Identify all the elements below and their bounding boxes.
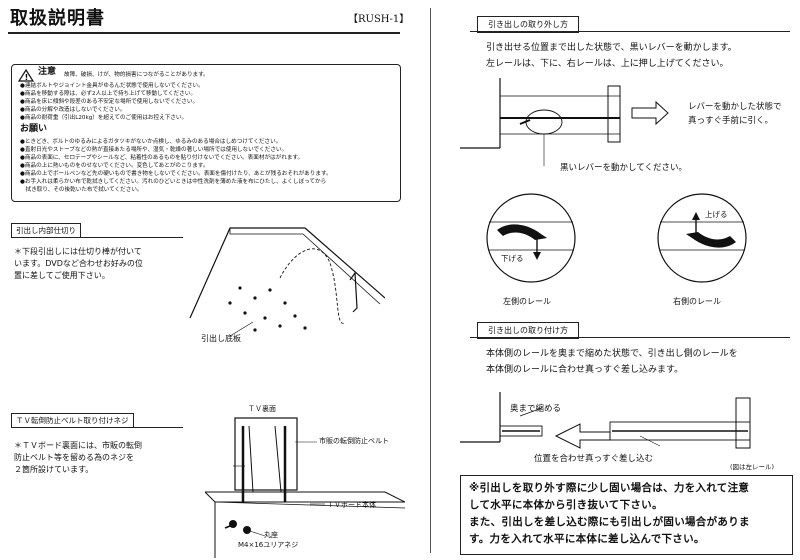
request-item: ●商品の表面に、セロテープやシールなど、粘着性のあるものを貼り付けないでください… (20, 155, 304, 161)
screw-label-1: 丸座 (264, 531, 278, 539)
caution-item: ●商品の耐荷重（引出L20kg）を超えてのご使用はお控え下さい。 (20, 115, 188, 121)
partition-heading: 引出し内部仕切り (11, 223, 81, 238)
caution-note-line: す。力を入れて水平に本体に差し込んで下さい。 (469, 533, 705, 545)
push-down-label: 下げる (501, 254, 524, 263)
page-title: 取扱説明書 (10, 8, 105, 29)
request-item: ●商品の上に熱いものをのせないでください。変色してあとがのこります。 (20, 163, 209, 169)
caution-item: ●商品を移動する際は、必ず2人以上で持ち上げて移動してください。 (20, 91, 196, 97)
removal-illustration (460, 78, 669, 166)
model-number: 【RUSH-1】 (348, 14, 410, 25)
caution-note-line: して水平に本体から引き抜いて下さい。 (469, 499, 663, 511)
tvbelt-text-line: ＊ＴＶボード裏面には、市販の転倒 (14, 441, 142, 450)
partition-text-line: 置に差してご使用下さい。 (14, 271, 110, 280)
partition-text-line: ＊下段引出しには仕切り棒が付いて (14, 247, 142, 256)
removal-rule (470, 31, 790, 32)
partition-label: 引出し底板 (201, 334, 241, 343)
request-title: お願い (20, 124, 48, 134)
install-heading: 引き出しの取り付け方 (477, 322, 579, 339)
board-label: ＴＶボード本体 (327, 501, 376, 509)
partition-illustration (189, 227, 385, 337)
title-rule (8, 32, 400, 34)
arrow-note-line: 真っすぐ手前に引く。 (688, 116, 774, 126)
tvbelt-illustration (205, 417, 405, 558)
push-up-label: 上げる (705, 210, 728, 219)
caution-note-box: ※引出しを取り外す際に少し固い場合は、力を入れて注意 して水平に本体から引き抜い… (460, 475, 793, 555)
tvbelt-text-line: ２箇所設けています。 (14, 465, 94, 474)
caution-title: 注意 (38, 67, 57, 77)
caution-item: ●商品の分解や改造はしないでください。 (20, 107, 126, 113)
notice-box: ! 注意 故障、破損、けが、物的損害につながることがあります。 ●連結ボルトやジ… (11, 64, 401, 202)
install-illustration (460, 392, 751, 449)
tvbelt-rule (11, 427, 183, 428)
removal-text: 引き出せる位置まで出した状態で、黒いレバーを動かします。 左レールは、下に、右レ… (486, 40, 737, 72)
tvbelt-heading: ＴＶ転倒防止ベルト取り付けネジ (11, 413, 134, 428)
right-rail-label: 右側のレール (673, 297, 721, 306)
caution-item: ●商品を床に傾斜や段差のある不安定な場所で使用しないでください。 (20, 99, 199, 105)
column-divider (430, 8, 431, 553)
align-label: 位置を合わせ真っすぐ差し込む (534, 454, 654, 464)
right-rail-illustration (657, 193, 747, 283)
tvbelt-text-line: 防止ベルト等を留める為のネジを (14, 453, 134, 462)
install-text-line: 本体側のレールに合わせ真っすぐ差し込みます。 (486, 365, 684, 375)
request-item: ●ときどき、ボルトのゆるみによるガタツキがないか点検し、ゆるみのある場合はしめつ… (20, 139, 282, 145)
removal-heading: 引き出しの取り外し方 (477, 16, 579, 33)
request-item: 拭き取り、その後乾いた布で拭いてください。 (20, 187, 143, 193)
warning-icon: ! (18, 69, 34, 82)
arrow-note: レバーを動かした状態で 真っすぐ手前に引く。 (688, 100, 782, 128)
svg-text:!: ! (25, 73, 29, 82)
request-item: ●直射日光やストーブなどの熱が直接あたる場所や、湿気・乾燥の著しい場所では使用し… (20, 147, 288, 153)
removal-text-line: 左レールは、下に、右レールは、上に押し上げてください。 (486, 59, 729, 69)
caution-note-line: ※引出しを取り外す際に少し固い場合は、力を入れて注意 (469, 482, 750, 494)
caution-subtitle: 故障、破損、けが、物的損害につながることがあります。 (64, 72, 209, 78)
partition-rule (11, 237, 183, 238)
left-rail-note: (図は左レール) (730, 463, 775, 471)
caution-item: ●連結ボルトやジョイント金具がゆるんだ状態で使用しないでください。 (20, 83, 204, 89)
request-item: ●商品の上でボールペンなど先の硬いもので書き物をしないでください。表面を傷付けた… (20, 171, 332, 177)
left-rail-label: 左側のレール (503, 297, 551, 306)
install-text-line: 本体側のレールを奥まで縮めた状態で、引き出し側のレールを (486, 349, 738, 359)
partition-text: ＊下段引出しには仕切り棒が付いて います。DVDなど合わせお好みの位 置に差して… (14, 246, 143, 282)
shrink-label: 奥まで縮める (510, 404, 562, 414)
lever-note: 黒いレバーを動かしてください。 (560, 163, 687, 173)
belt-label: 市販の転倒防止ベルト (319, 437, 389, 445)
caution-note-line: また、引出しを差し込む際にも引出しが固い場合がありま (469, 516, 750, 528)
install-rule (470, 337, 790, 338)
screw-label-2: M4×16ユリアネジ (238, 541, 299, 549)
tv-back-label: ＴＶ裏面 (248, 405, 276, 413)
arrow-note-line: レバーを動かした状態で (688, 102, 782, 112)
request-item: ●お手入れは柔らかい布で乾拭きしてください。汚れのひどいときは中性洗剤を薄めた液… (20, 179, 327, 185)
tvbelt-text: ＊ＴＶボード裏面には、市販の転倒 防止ベルト等を留める為のネジを ２箇所設けてい… (14, 440, 142, 476)
partition-text-line: います。DVDなど合わせお好みの位 (14, 259, 143, 268)
left-rail-illustration (486, 193, 576, 283)
install-text: 本体側のレールを奥まで縮めた状態で、引き出し側のレールを 本体側のレールに合わせ… (486, 346, 738, 378)
removal-text-line: 引き出せる位置まで出した状態で、黒いレバーを動かします。 (486, 43, 737, 53)
